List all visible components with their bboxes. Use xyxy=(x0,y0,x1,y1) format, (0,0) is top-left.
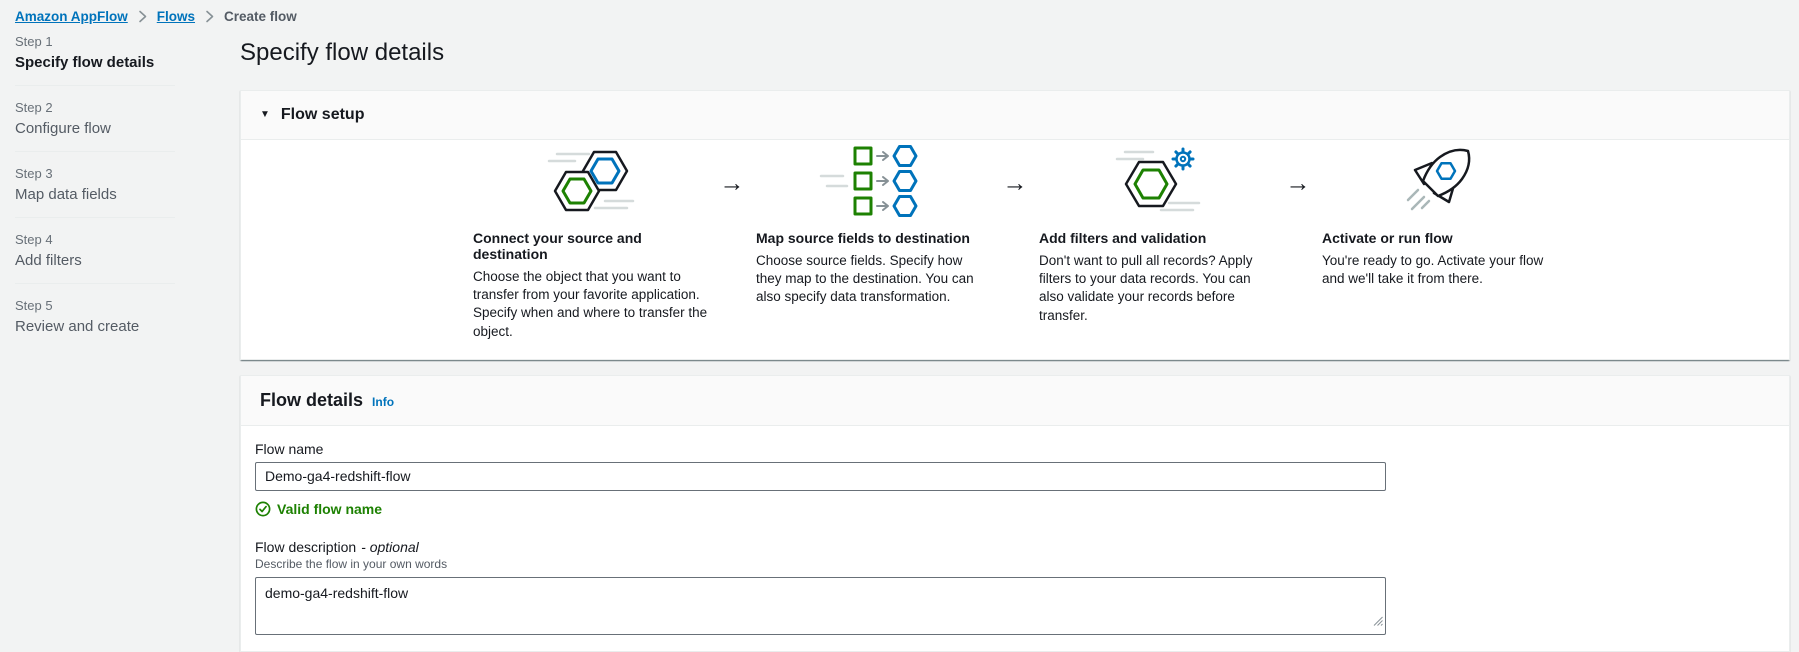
setup-step-title: Add filters and validation xyxy=(1039,230,1207,246)
setup-step-connect: Connect your source and destination Choo… xyxy=(473,146,708,341)
step-number: Step 3 xyxy=(15,166,53,181)
check-circle-icon xyxy=(255,501,271,517)
step-label: Review and create xyxy=(15,318,140,335)
page-layout: Step 1 Specify flow details Step 2 Confi… xyxy=(0,32,1799,652)
validation-message: Valid flow name xyxy=(277,500,383,517)
resize-handle-icon[interactable] xyxy=(1372,613,1383,631)
collapse-caret-icon[interactable]: ▼ xyxy=(260,109,270,120)
flow-description-hint: Describe the flow in your own words xyxy=(255,556,448,571)
setup-step-title: Map source fields to destination xyxy=(756,230,970,246)
sidebar-divider xyxy=(15,217,175,218)
setup-step-title: Connect your source and destination xyxy=(473,230,642,262)
breadcrumb-current-page: Create flow xyxy=(224,9,297,24)
breadcrumb-link-amazon-appflow[interactable]: Amazon AppFlow xyxy=(15,9,128,24)
flow-name-input[interactable] xyxy=(255,461,1386,491)
step-label: Specify flow details xyxy=(15,54,155,71)
flow-setup-section: ▼ Flow setup xyxy=(240,90,1790,360)
flow-name-label: Flow name xyxy=(255,440,324,457)
setup-step-map: Map source fields to destination Choose … xyxy=(756,143,991,307)
sidebar-step-2[interactable]: Step 2 Configure flow xyxy=(15,100,240,137)
main-content: Specify flow details ▼ Flow setup xyxy=(240,32,1790,652)
add-filters-validation-icon xyxy=(1107,143,1207,224)
arrow-right-icon: → xyxy=(719,168,745,197)
flow-description-textarea[interactable]: demo-ga4-redshift-flow xyxy=(255,576,1386,635)
page-title: Specify flow details xyxy=(240,39,445,66)
setup-step-description: Choose source fields. Specify how they m… xyxy=(756,253,974,305)
sidebar-step-1[interactable]: Step 1 Specify flow details xyxy=(15,34,240,71)
flow-name-validation: Valid flow name xyxy=(255,501,1775,517)
flow-details-header: Flow details Info xyxy=(241,375,1789,426)
flow-description-label: Flow description- optional xyxy=(255,538,419,555)
flow-setup-header[interactable]: ▼ Flow setup xyxy=(241,91,1789,140)
setup-step-description: Don't want to pull all records? Apply fi… xyxy=(1039,253,1253,323)
setup-step-activate: Activate or run flow You're ready to go.… xyxy=(1322,146,1557,288)
flow-setup-title: Flow setup xyxy=(280,106,365,123)
setup-step-filters: Add filters and validation Don't want to… xyxy=(1039,146,1274,325)
flow-details-title: Flow details xyxy=(260,389,364,410)
arrow-right-icon: → xyxy=(1285,168,1311,197)
arrow-right-icon: → xyxy=(1002,168,1028,197)
breadcrumb-separator-icon xyxy=(138,10,147,23)
setup-step-description: You're ready to go. Activate your flow a… xyxy=(1322,253,1544,287)
sidebar-step-3[interactable]: Step 3 Map data fields xyxy=(15,166,240,203)
connect-source-destination-icon xyxy=(543,143,639,224)
breadcrumb: Amazon AppFlow Flows Create flow xyxy=(0,0,1799,24)
sidebar-step-5[interactable]: Step 5 Review and create xyxy=(15,298,240,335)
flow-details-section: Flow details Info Flow name Valid flow n… xyxy=(240,374,1790,652)
wizard-steps-sidebar: Step 1 Specify flow details Step 2 Confi… xyxy=(0,32,240,652)
step-label: Add filters xyxy=(15,252,82,269)
step-number: Step 5 xyxy=(15,298,53,313)
sidebar-divider xyxy=(15,283,175,284)
step-number: Step 1 xyxy=(15,34,53,49)
breadcrumb-separator-icon xyxy=(205,10,214,23)
step-number: Step 2 xyxy=(15,100,53,115)
breadcrumb-link-flows[interactable]: Flows xyxy=(156,9,196,24)
step-number: Step 4 xyxy=(15,232,53,247)
setup-step-description: Choose the object that you want to trans… xyxy=(473,269,708,339)
setup-step-title: Activate or run flow xyxy=(1322,230,1453,246)
flow-setup-steps: Connect your source and destination Choo… xyxy=(241,140,1789,359)
step-label: Map data fields xyxy=(15,186,117,203)
rocket-icon xyxy=(1402,143,1478,224)
info-link[interactable]: Info xyxy=(372,394,395,409)
step-label: Configure flow xyxy=(15,120,111,137)
map-fields-icon xyxy=(819,143,929,224)
sidebar-divider xyxy=(15,151,175,152)
sidebar-divider xyxy=(15,85,175,86)
flow-details-form: Flow name Valid flow name Flow descripti… xyxy=(241,426,1789,651)
sidebar-step-4[interactable]: Step 4 Add filters xyxy=(15,232,240,269)
